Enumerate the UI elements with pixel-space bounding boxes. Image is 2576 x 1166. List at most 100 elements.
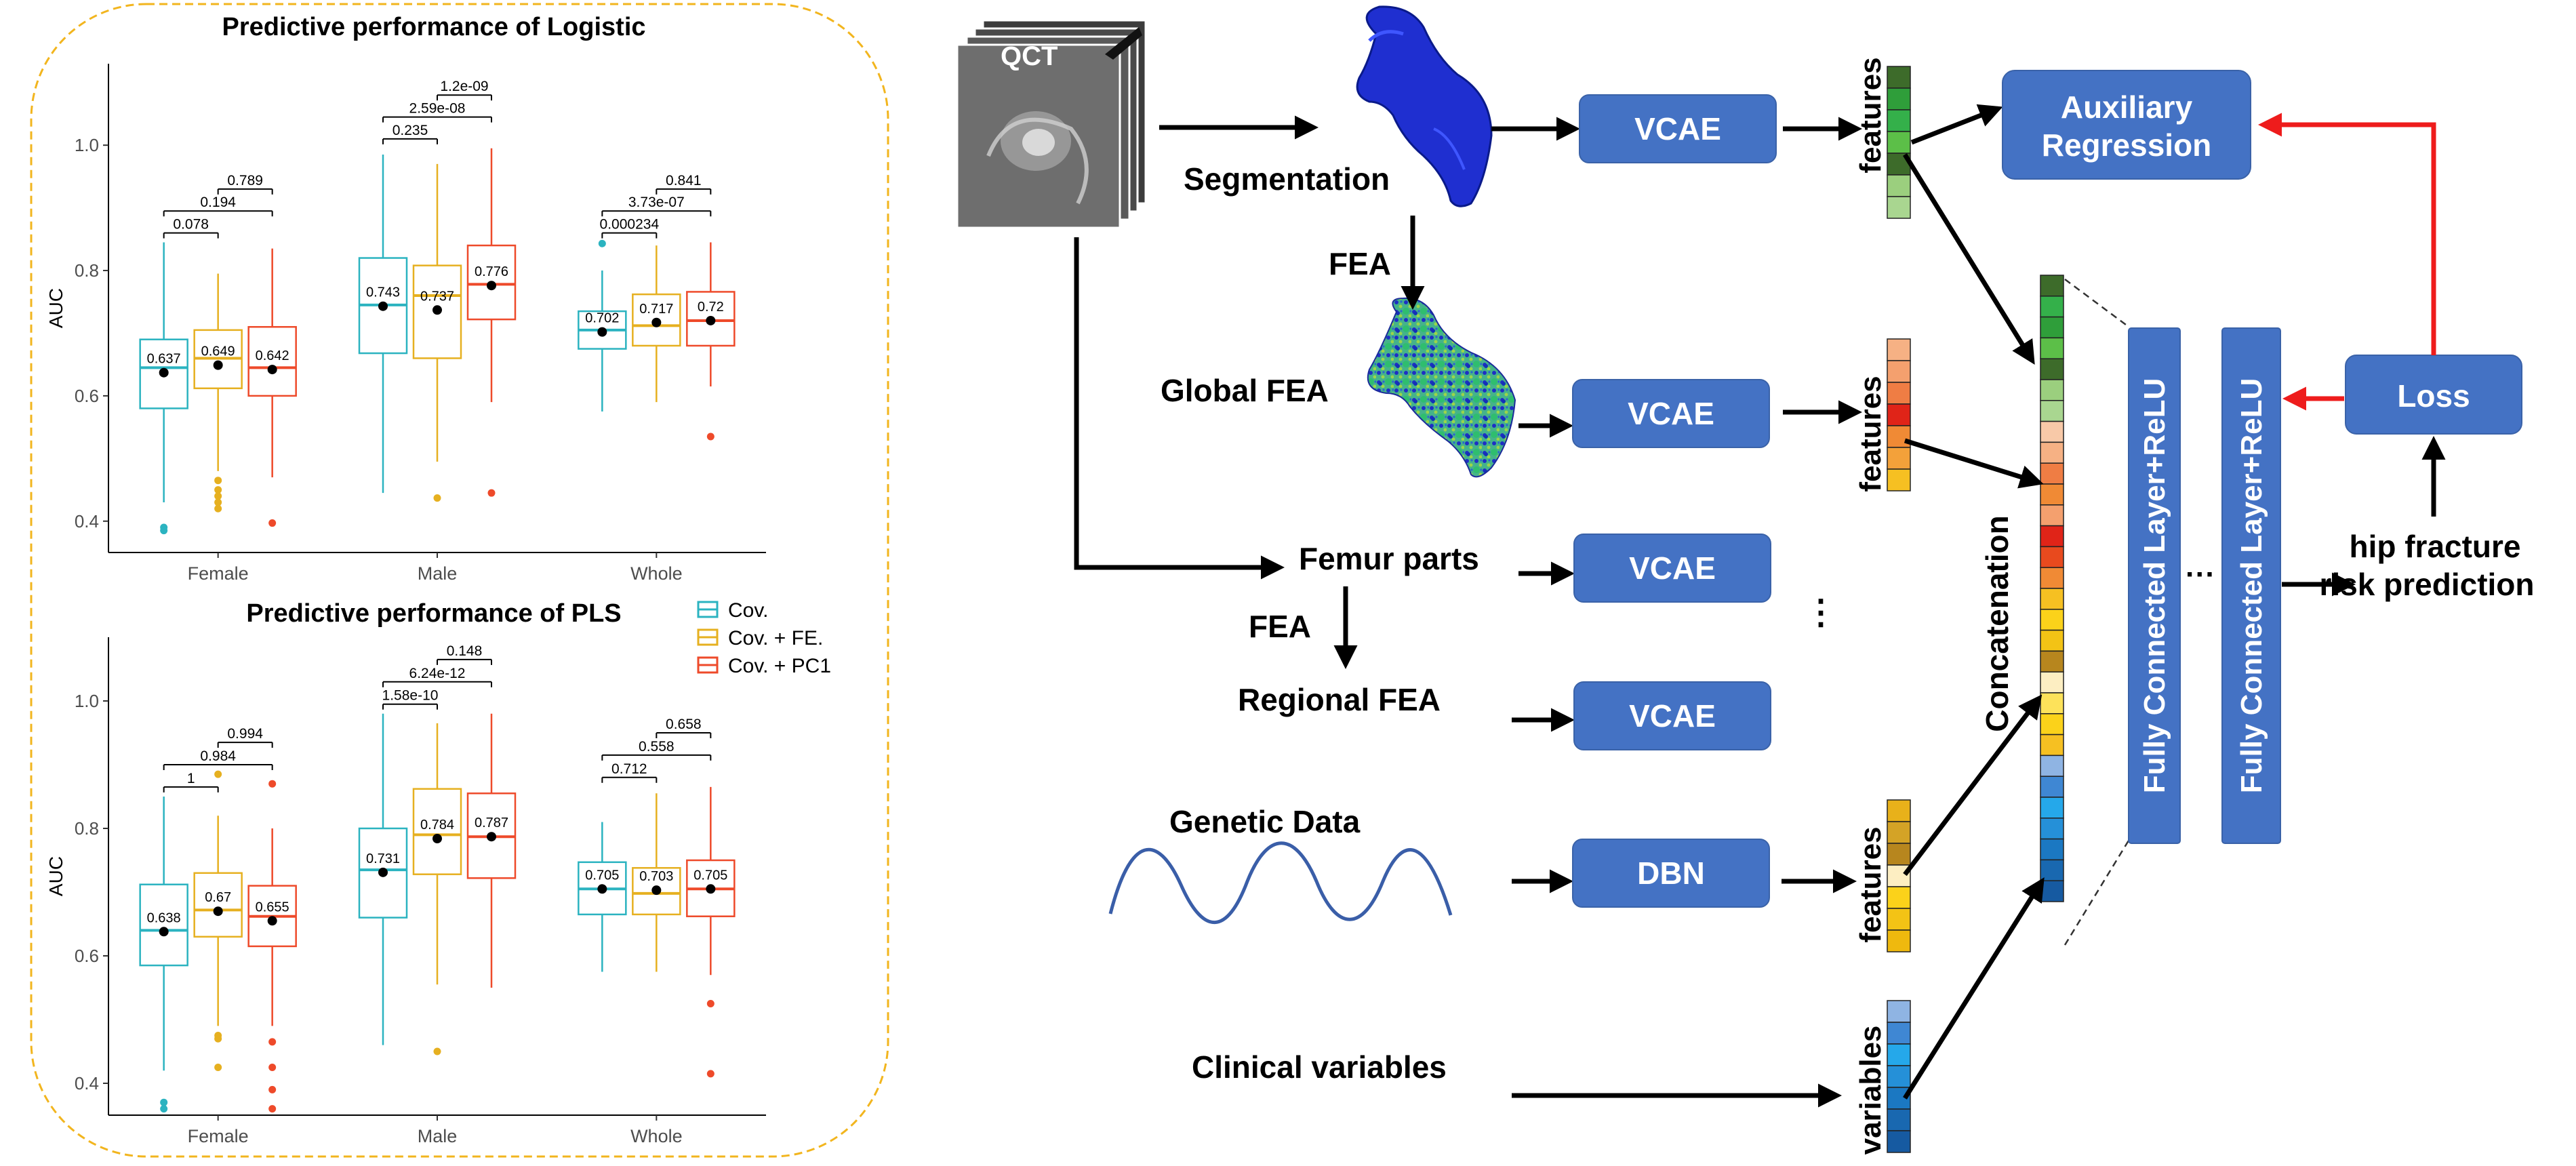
vector-cell (2040, 400, 2064, 422)
box-mean-point (706, 884, 716, 894)
outlier-point (214, 486, 222, 494)
aux-line-2: Regression (2042, 127, 2212, 163)
box: 0.705 (686, 786, 736, 1078)
y-tick-label: 0.8 (75, 818, 99, 839)
p-value-label: 1 (187, 771, 195, 786)
x-tick-label: Female (188, 563, 249, 584)
box-mean-point (378, 301, 388, 311)
vector-cell (2040, 337, 2064, 359)
panel-border (30, 3, 889, 1158)
global-fea-label: Global FEA (1161, 373, 1329, 408)
vector-cell (2040, 671, 2064, 693)
p-value-label: 0.984 (200, 748, 236, 764)
box-mean-point (267, 916, 277, 926)
vector-cell (2040, 692, 2064, 715)
outlier-point (598, 239, 606, 247)
box-mean-label: 0.737 (420, 289, 454, 304)
feature-vector-2 (1887, 338, 1911, 491)
p-value-label: 1.2e-09 (440, 79, 488, 94)
chart-title-pls: Predictive performance of PLS (246, 599, 621, 628)
vector-cell (1887, 87, 1911, 110)
vector-cell (1887, 447, 1911, 470)
box-mean-point (706, 315, 716, 325)
pipeline-figure: QCT Segmentation FEA Global FEA Femur pa… (956, 5, 2535, 1154)
vector-cell (1887, 66, 1911, 89)
vector-cell (1887, 799, 1911, 822)
y-tick-label: 0.6 (75, 946, 99, 966)
outlier-point (214, 770, 222, 778)
vector-cell (1887, 174, 1911, 197)
aux-line-1: Auxiliary (2061, 89, 2193, 125)
p-value-label: 0.658 (666, 717, 702, 732)
box-body (412, 788, 462, 875)
output-arrows (2282, 436, 2446, 597)
segmented-femur-image (1356, 5, 1493, 207)
outlier-point (433, 1047, 441, 1056)
box: 0.638 (139, 797, 188, 1113)
vector-cell (1887, 338, 1911, 361)
outlier-point (214, 504, 222, 512)
p-value-label: 0.194 (200, 195, 236, 210)
outlier-point (268, 1038, 277, 1046)
vcae-node-1: VCAE (1579, 94, 1777, 163)
concatenation-label: Concatenation (1979, 515, 2015, 731)
vector-cell (1887, 109, 1911, 132)
box-mean-point (378, 867, 388, 877)
box-mean-label: 0.702 (585, 311, 619, 326)
box-mean-point (267, 365, 277, 375)
legend-item-cov: Cov. (697, 599, 768, 622)
box-mean-label: 0.705 (693, 868, 727, 883)
y-tick-label: 0.4 (75, 511, 99, 531)
significance-bracket: 0.994 (217, 726, 273, 748)
box-mean-label: 0.776 (475, 264, 508, 279)
vector-cell (2040, 379, 2064, 401)
regional-fea-label: Regional FEA (1238, 682, 1441, 717)
prediction-line-2: risk prediction (2320, 567, 2535, 602)
vector-cell (2040, 504, 2064, 527)
y-axis-label: AUC (45, 288, 66, 328)
box-mean-label: 0.637 (147, 352, 181, 367)
vector-cell (2040, 609, 2064, 631)
legend: Cov. Cov. + FE. Cov. + PC1 (697, 599, 831, 677)
svg-text:VCAE: VCAE (1634, 111, 1721, 146)
box: 0.637 (139, 242, 188, 535)
fc-layer-2-label: Fully Connected Layer+ReLU (2235, 378, 2268, 793)
x-tick-label: Whole (630, 563, 683, 584)
significance-bracket: 0.984 (163, 748, 273, 770)
box-plot-panel: Predictive performance of Logistic Predi… (0, 0, 908, 1166)
box-plot-figure: Predictive performance of Logistic Predi… (30, 3, 889, 1158)
vector-cell (1887, 403, 1911, 426)
chart-pls: 0.40.60.81.0AUCFemale0.6380.670.65510.98… (45, 637, 766, 1146)
p-value-label: 2.59e-08 (409, 101, 466, 117)
fea-label-top: FEA (1329, 246, 1391, 281)
significance-bracket: 0.558 (601, 739, 712, 761)
vector-cell (1887, 1065, 1911, 1088)
outlier-point (214, 492, 222, 500)
p-value-label: 0.235 (393, 123, 428, 138)
box-body (139, 883, 188, 967)
svg-text:VCAE: VCAE (1629, 550, 1716, 586)
outlier-point (268, 1064, 277, 1071)
vector-cell (2040, 275, 2064, 297)
legend-item-cov-pc1: Cov. + PC1 (697, 655, 831, 677)
vector-cell (1887, 1130, 1911, 1153)
legend-label-cov-fe: Cov. + FE. (728, 627, 823, 649)
legend-label-cov: Cov. (728, 599, 768, 622)
concat-arrows (1903, 153, 2045, 1100)
svg-text:VCAE: VCAE (1628, 396, 1714, 431)
p-value-label: 0.712 (611, 761, 647, 777)
significance-bracket: 0.194 (163, 195, 273, 217)
box: 0.702 (578, 239, 627, 412)
vector-cell (2040, 880, 2064, 902)
box-mean-point (597, 884, 607, 894)
vector-cell (2040, 483, 2064, 506)
box-mean-point (487, 281, 496, 291)
box-body (139, 338, 188, 409)
significance-bracket: 0.235 (382, 123, 438, 144)
outlier-point (268, 519, 277, 527)
fc-layer-1: Fully Connected Layer+ReLU (2128, 327, 2181, 844)
significance-bracket: 6.24e-12 (382, 666, 492, 687)
vector-cell (2040, 420, 2064, 443)
dbn-node: DBN (1572, 839, 1770, 908)
